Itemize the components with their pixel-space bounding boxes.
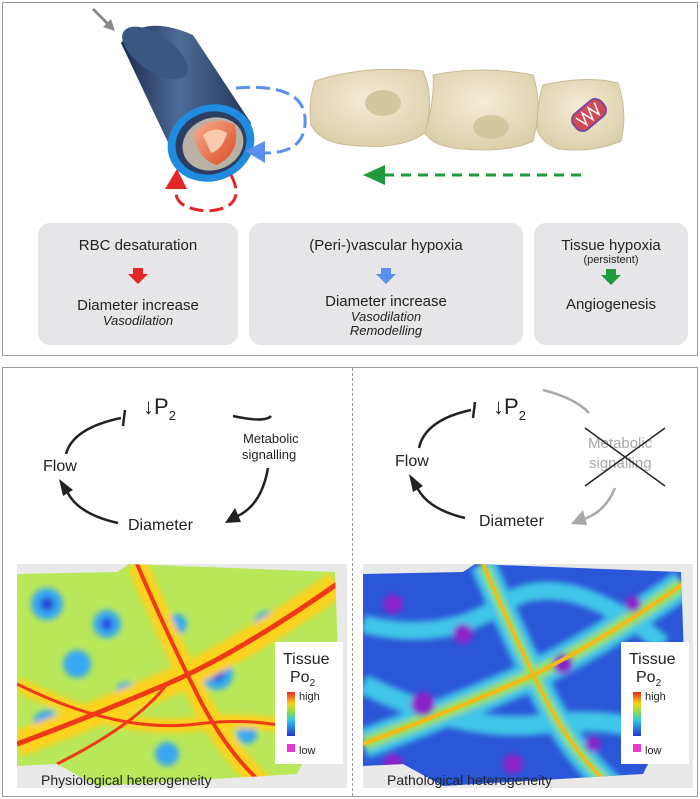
arrowhead-flow	[59, 479, 73, 496]
blue-down-arrow-icon	[249, 268, 523, 289]
inhibition-bar	[121, 409, 127, 427]
legend-title-line2: Po2	[290, 669, 316, 689]
legend-high-right: high	[645, 691, 666, 703]
metabolic-label-1: Metabolic	[243, 431, 299, 446]
legend-low-swatch-right	[633, 744, 641, 752]
mitochondrion-icon	[571, 98, 607, 132]
tissue-cell-1	[309, 68, 431, 147]
diameter-label: Diameter	[128, 517, 194, 534]
card-title: Tissue hypoxia	[561, 237, 661, 254]
card-detail: Vasodilation	[350, 309, 422, 324]
legend-colorbar-right	[633, 692, 641, 736]
card-subtitle: (persistent)	[583, 254, 639, 266]
arc-diameter-to-flow	[63, 485, 119, 525]
legend-title-line1: Tissue	[283, 651, 330, 668]
legend-low: low	[299, 745, 316, 757]
card-title: RBC desaturation	[78, 237, 198, 254]
feedback-loop-left: ↓P2 Flow Diameter Metabolic signalling	[43, 394, 299, 534]
arc-flow-to-po2-right	[417, 408, 472, 449]
flow-label: Flow	[43, 458, 77, 475]
card-result: Diameter increase	[77, 297, 199, 314]
legend-low-swatch	[287, 744, 295, 752]
caption-pathological: Pathological heterogeneity	[387, 772, 553, 788]
card-detail: Vasodilation	[102, 313, 174, 328]
bottom-panel: ↓P2 Flow Diameter Metabolic signalling ↓…	[2, 367, 698, 797]
blue-feedback-loop-icon	[235, 85, 307, 163]
caption-physiological: Physiological heterogeneity	[41, 772, 212, 788]
card-tissue-hypoxia: Tissue hypoxia (persistent) Angiogenesis	[534, 223, 688, 345]
card-rbc-desaturation: RBC desaturation Diameter increase Vasod…	[38, 223, 238, 345]
green-down-arrow-icon	[534, 269, 688, 290]
diameter-label-right: Diameter	[479, 513, 545, 530]
legend-title-line2-right: Po2	[636, 669, 662, 689]
feedback-loop-right: ↓P2 Flow Diameter Metabolic signalling	[395, 388, 666, 530]
card-result: Angiogenesis	[565, 296, 657, 313]
legend-high: high	[299, 691, 320, 703]
metabolic-label-2-disabled: signalling	[589, 455, 652, 472]
arc-po2-to-metabolic	[232, 414, 272, 421]
legend-low-right: low	[645, 745, 662, 757]
arrowhead-diameter	[225, 508, 241, 523]
heatmap-physiological: Tissue Po2 high low	[17, 564, 347, 788]
po2-label-right: ↓P2	[493, 394, 526, 423]
green-angiogenesis-arrow-icon	[363, 165, 581, 185]
top-panel: RBC desaturation Diameter increase Vasod…	[2, 2, 698, 356]
arc-metabolic-to-diameter-disabled	[580, 487, 617, 522]
inhibition-bar-right	[471, 401, 477, 419]
panel-divider	[352, 368, 353, 796]
card-perivascular-hypoxia: (Peri-)vascular hypoxia Diameter increas…	[249, 223, 523, 345]
flow-label-right: Flow	[395, 453, 429, 470]
inflow-arrow-icon	[91, 7, 115, 31]
top-illustration	[91, 7, 625, 213]
arrowhead-flow-right	[409, 474, 423, 492]
tissue-cell-2	[424, 69, 539, 151]
arc-diameter-to-flow-right	[413, 481, 466, 520]
cross-line-2	[584, 427, 666, 487]
arc-flow-to-po2	[64, 416, 122, 455]
card-detail-2: Remodelling	[349, 323, 423, 338]
card-result: Diameter increase	[325, 293, 447, 310]
legend-colorbar	[287, 692, 295, 736]
legend-title-line1-right: Tissue	[629, 651, 676, 668]
po2-label: ↓P2	[143, 394, 176, 423]
card-title: (Peri-)vascular hypoxia	[309, 237, 463, 254]
arrowhead-diameter-disabled	[571, 510, 587, 525]
red-down-arrow-icon	[38, 268, 238, 289]
arc-metabolic-to-diameter	[232, 467, 270, 520]
tissue-cell-3	[536, 78, 625, 151]
metabolic-label-2: signalling	[242, 447, 296, 462]
vessel-tube-icon	[121, 25, 255, 182]
heatmap-pathological: Tissue Po2 high low	[363, 564, 693, 788]
red-feedback-loop-icon	[165, 169, 238, 213]
arc-po2-to-metabolic-disabled	[542, 388, 590, 414]
